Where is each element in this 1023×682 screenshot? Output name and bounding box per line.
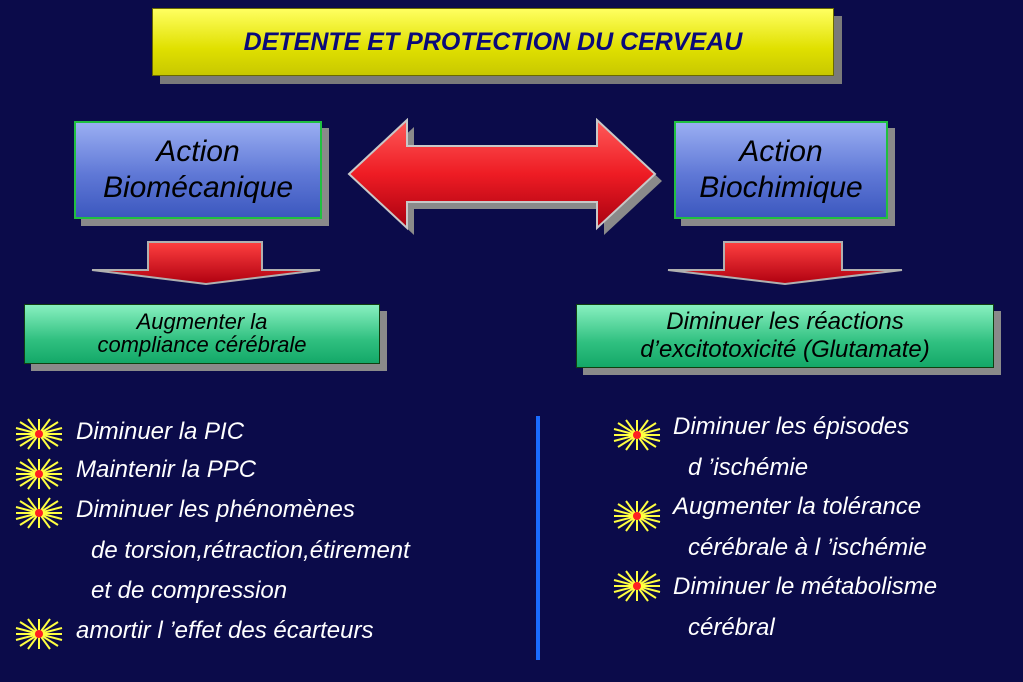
starburst-icon: [14, 418, 64, 450]
right-list-item-2: Augmenter la tolérance: [673, 493, 922, 520]
action-biochimique-box: Action Biochimique: [674, 121, 888, 219]
starburst-icon: [612, 419, 662, 451]
left-list-item-1: Diminuer la PIC: [76, 418, 245, 445]
starburst-icon: [14, 497, 64, 529]
action-biochimique-line1: Action: [739, 135, 823, 168]
goal-compliance-line1: Augmenter la: [136, 309, 268, 334]
starburst-icon: [612, 500, 662, 532]
left-list-item-2: Maintenir la PPC: [76, 456, 257, 483]
column-divider: [536, 416, 540, 660]
action-biochimique-line2: Biochimique: [699, 171, 863, 204]
action-biomecanique-line2: Biomécanique: [102, 171, 294, 204]
left-list-item-3-cont-2: et de compression: [91, 577, 288, 604]
down-arrow-icon: [91, 241, 321, 286]
action-biomecanique-line1: Action: [156, 135, 240, 168]
starburst-icon: [14, 458, 64, 490]
left-list-item-3: Diminuer les phénomènes: [76, 496, 355, 523]
goal-compliance-box: Augmenter la compliance cérébrale: [24, 304, 380, 364]
right-list-item-1: Diminuer les épisodes: [673, 413, 910, 440]
right-list-item-2-cont: cérébrale à l ’ischémie: [688, 534, 927, 561]
starburst-icon: [14, 618, 64, 650]
diagram-title: DETENTE ET PROTECTION DU CERVEAU: [243, 27, 743, 56]
diagram-title-box: DETENTE ET PROTECTION DU CERVEAU: [152, 8, 834, 76]
goal-excitotoxicite-line1: Diminuer les réactions: [666, 308, 904, 335]
goal-excitotoxicite-box: Diminuer les réactions d’excitotoxicité …: [576, 304, 994, 368]
down-arrow-icon: [667, 241, 903, 286]
right-list-item-3: Diminuer le métabolisme: [673, 573, 938, 600]
starburst-icon: [612, 570, 662, 602]
goal-excitotoxicite-line2: d’excitotoxicité (Glutamate): [640, 336, 930, 363]
right-list-item-1-cont: d ’ischémie: [688, 454, 809, 481]
left-list-item-4: amortir l ’effet des écarteurs: [76, 617, 374, 644]
right-list-item-3-cont: cérébral: [688, 614, 775, 641]
double-arrow-icon: [347, 118, 662, 235]
action-biomecanique-box: Action Biomécanique: [74, 121, 322, 219]
goal-compliance-line2: compliance cérébrale: [97, 332, 307, 357]
left-list-item-3-cont-1: de torsion,rétraction,étirement: [91, 537, 410, 564]
